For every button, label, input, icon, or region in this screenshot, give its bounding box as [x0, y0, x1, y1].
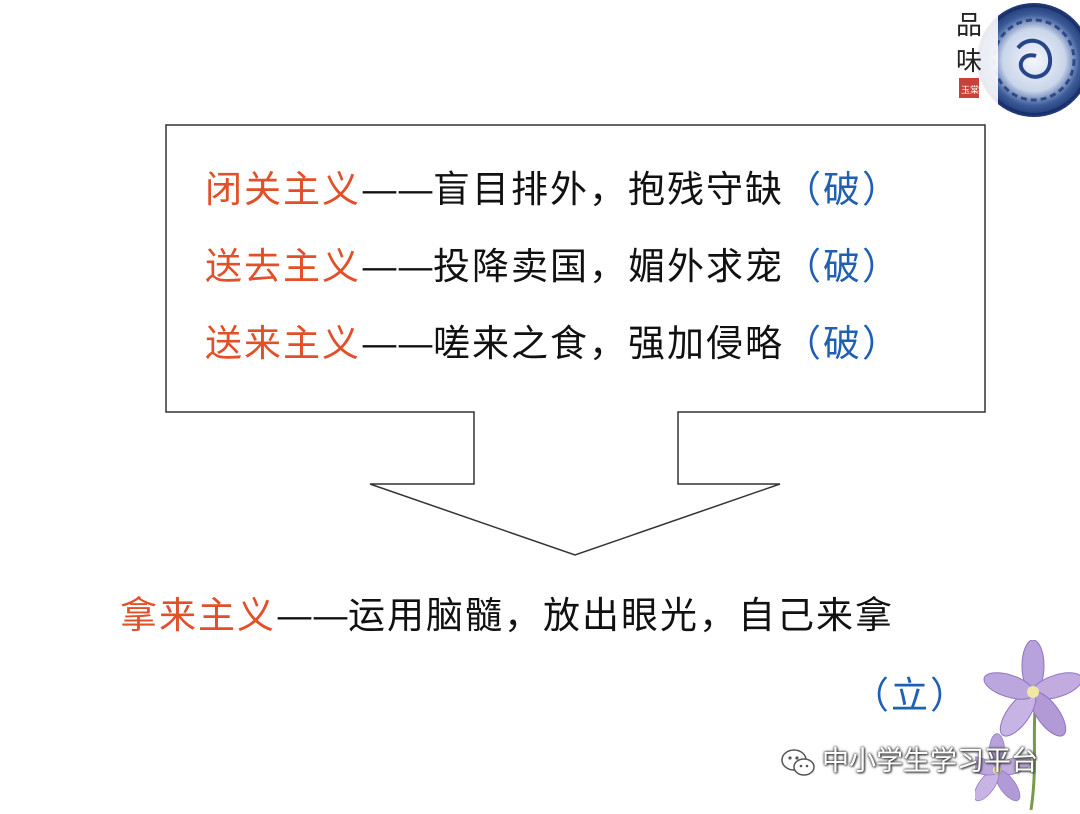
verdict-break: （破） [784, 168, 901, 211]
conclusion-line: 拿来主义——运用脑髓，放出眼光，自己来拿 [120, 586, 894, 646]
description: 运用脑髓，放出眼光，自己来拿 [348, 594, 894, 637]
box-line-3: 送来主义——嗟来之食，强加侵略（破） [205, 316, 901, 372]
term-grab: 拿来主义 [120, 594, 276, 637]
dash: —— [361, 322, 433, 365]
description: 投降卖国，媚外求宠 [433, 245, 784, 288]
box-line-1: 闭关主义——盲目排外，抱残守缺（破） [205, 162, 901, 218]
logo: 品 味 玉棠 [948, 0, 1080, 120]
term-send-in: 送来主义 [205, 322, 361, 365]
watermark: 中小学生学习平台 [780, 742, 1038, 782]
svg-text:味: 味 [956, 47, 982, 77]
box-line-2: 送去主义——投降卖国，媚外求宠（破） [205, 239, 901, 295]
description: 嗟来之食，强加侵略 [433, 322, 784, 365]
verdict-establish: （立） [852, 668, 969, 724]
flower-decoration [975, 640, 1080, 810]
description: 盲目排外，抱残守缺 [433, 168, 784, 211]
term-send-out: 送去主义 [205, 245, 361, 288]
verdict-break: （破） [784, 245, 901, 288]
svg-text:玉棠: 玉棠 [961, 84, 979, 96]
dash: —— [361, 245, 433, 288]
dash: —— [276, 594, 348, 637]
dash: —— [361, 168, 433, 211]
wechat-icon [780, 748, 816, 778]
term-closed-door: 闭关主义 [205, 168, 361, 211]
svg-text:品: 品 [956, 11, 982, 41]
verdict-break: （破） [784, 322, 901, 365]
watermark-text: 中小学生学习平台 [822, 746, 1038, 777]
